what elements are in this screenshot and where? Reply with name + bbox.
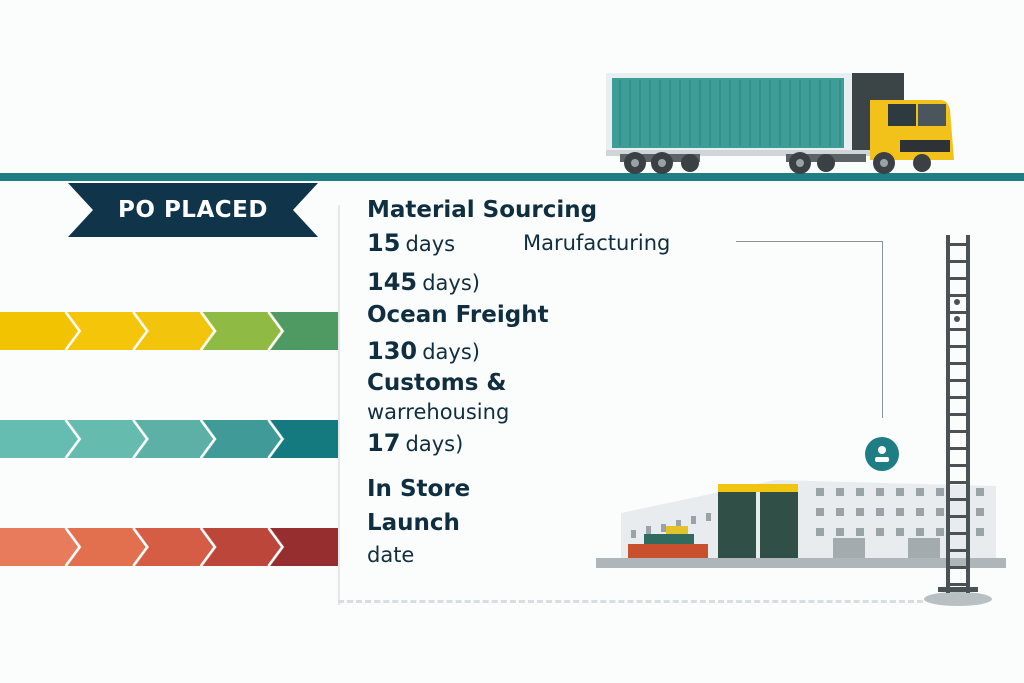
stage-customs-title: Customs & (367, 370, 507, 396)
stage-launch-subtitle: date (367, 543, 415, 567)
ladder-rung (948, 515, 968, 518)
timeline-road (0, 173, 1024, 181)
ladder-rung (948, 379, 968, 382)
stage-material-sourcing-duration: 15 days (367, 229, 455, 257)
ladder-rung (948, 549, 968, 552)
arrow-bar-teal (0, 420, 338, 458)
chevron-segment (0, 312, 82, 350)
arrow-bar-red (0, 528, 338, 566)
ladder-rung (948, 447, 968, 450)
stage-manufacturing-duration: 145 days) (367, 268, 480, 296)
ladder-rung (948, 311, 968, 314)
ladder-rung (948, 345, 968, 348)
ladder-rung (948, 277, 968, 280)
duration-value: 130 (367, 337, 418, 365)
chevron-divider (267, 312, 284, 350)
chevron-segment (202, 528, 285, 566)
chevron-segment (67, 528, 150, 566)
stage-launch-title-line1: In Store (367, 476, 471, 502)
ladder-rung (948, 532, 968, 535)
dashed-baseline (338, 600, 923, 603)
timeline-divider (338, 205, 340, 605)
warehouse-icon (596, 480, 1006, 568)
chevron-segment (270, 528, 338, 566)
po-placed-label: PO PLACED (118, 197, 268, 223)
chevron-divider (132, 420, 149, 458)
chevron-segment (135, 312, 217, 350)
ladder-rung (948, 583, 968, 586)
stage-launch-title-line2: Launch (367, 510, 460, 536)
duration-value: 15 (367, 229, 401, 257)
stage-customs-subtitle: warrehousing (367, 400, 510, 424)
connector-line (736, 241, 883, 418)
chevron-divider (199, 528, 217, 566)
stage-customs-duration: 17 days) (367, 429, 463, 457)
chevron-divider (64, 420, 82, 458)
truck-icon (606, 73, 954, 174)
chevron-divider (267, 420, 284, 458)
ladder-rung (948, 328, 968, 331)
ladder-rung (948, 396, 968, 399)
ladder-rung (948, 430, 968, 433)
chevron-divider (267, 528, 284, 566)
duration-unit: days (405, 232, 456, 256)
stage-ocean-freight-duration: 130 days) (367, 337, 480, 365)
duration-value: 17 (367, 429, 401, 457)
chevron-segment (270, 312, 338, 350)
ladder-rung (948, 362, 968, 365)
ladder-rung (948, 464, 968, 467)
chevron-segment (135, 528, 217, 566)
ladder-rung (948, 294, 968, 297)
stage-material-sourcing-title: Material Sourcing (367, 197, 598, 223)
chevron-segment (270, 420, 338, 458)
chevron-divider (199, 420, 217, 458)
duration-value: 145 (367, 268, 418, 296)
duration-unit: days) (422, 340, 480, 364)
po-placed-ribbon (68, 183, 318, 237)
ladder-rung (948, 413, 968, 416)
chevron-segment (135, 420, 217, 458)
ladder-rung (948, 566, 968, 569)
chevron-divider (199, 312, 217, 350)
stage-ocean-freight-title: Ocean Freight (367, 302, 549, 328)
chevron-segment (0, 528, 82, 566)
person-pin-icon (865, 437, 899, 471)
chevron-divider (132, 312, 149, 350)
ladder-icon (924, 235, 992, 606)
chevron-segment (0, 420, 82, 458)
chevron-segment (202, 420, 285, 458)
chevron-divider (64, 312, 82, 350)
chevron-segment (67, 420, 150, 458)
ladder-rung (948, 260, 968, 263)
duration-unit: days) (422, 271, 480, 295)
ladder-rung (948, 481, 968, 484)
ladder-rung (948, 498, 968, 501)
chevron-segment (67, 312, 150, 350)
stage-manufacturing-title: Marufacturing (523, 231, 671, 255)
chevron-divider (64, 528, 82, 566)
ladder-rung (948, 243, 968, 246)
arrow-bar-yellow-green (0, 312, 338, 350)
duration-unit: days) (405, 432, 464, 456)
chevron-segment (202, 312, 285, 350)
chevron-divider (132, 528, 149, 566)
